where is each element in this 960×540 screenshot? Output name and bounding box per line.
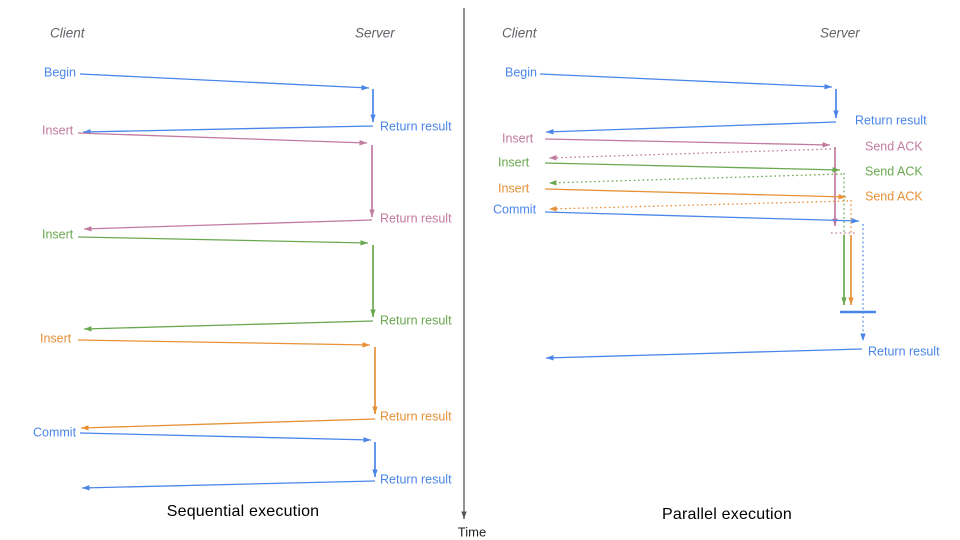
seq-server-header: Server [355,26,395,41]
seq-insert2-server-processing-arrowhead [370,309,376,317]
seq-insert3-return-label: Return result [380,409,452,423]
sequential-execution-title: Sequential execution [166,503,320,520]
seq-commit-return-label: Return result [380,472,452,486]
par-commit-wait-arrowhead [860,333,866,341]
seq-insert1-return-arrowhead [84,226,92,232]
seq-insert2-return-arrowhead [84,326,92,332]
seq-client-header: Client [50,26,86,41]
seq-insert2-request-arrowhead [360,240,368,246]
par-commit-request-arrowhead [851,218,859,224]
par-insert2-ack-label: Send ACK [865,164,923,178]
par-begin-return-label: Return result [855,113,927,127]
seq-insert2-return-label: Return result [380,313,452,327]
par-insert3-label: Insert [498,181,530,195]
par-insert3-request [544,188,847,198]
seq-insert3-label: Insert [40,331,72,345]
seq-insert2-label: Insert [42,227,74,241]
par-begin-return [545,121,837,133]
seq-insert3-request [77,339,371,346]
par-commit-return-label: Return result [868,344,940,358]
seq-insert1-request [77,132,368,144]
par-commit-label: Commit [493,202,537,216]
seq-commit-return-arrowhead [82,485,90,491]
par-begin-label: Begin [505,65,537,79]
par-insert3-request-arrowhead [838,194,846,200]
seq-insert3-return-arrowhead [81,425,89,431]
par-server-header: Server [820,26,860,41]
seq-begin-label: Begin [44,65,76,79]
par-insert1-ack-label: Send ACK [865,139,923,153]
par-insert2-label: Insert [498,155,530,169]
seq-insert3-request-arrowhead [362,342,370,348]
seq-commit-server-processing-arrowhead [372,469,378,477]
seq-begin-request-arrowhead [361,84,369,91]
seq-begin-return [82,125,374,133]
seq-insert3-server-processing-arrowhead [372,406,378,414]
seq-insert2-return [83,320,374,330]
par-commit-return-arrowhead [546,355,554,361]
seq-begin-request [79,73,370,89]
par-insert2-ack [548,173,843,184]
seq-insert1-label: Insert [42,123,74,137]
par-insert2-server-processing-arrowhead [841,297,847,305]
par-begin-request-arrowhead [824,83,832,90]
seq-insert1-return [83,219,373,230]
par-commit-request [544,211,860,222]
seq-insert2-request [77,236,369,244]
par-insert3-ack-label: Send ACK [865,189,923,203]
time-axis-label: Time [458,525,486,540]
seq-insert1-return-label: Return result [380,211,452,225]
par-begin-return-arrowhead [546,129,554,135]
par-insert1-label: Insert [502,131,534,145]
par-insert1-request [544,138,831,146]
seq-commit-label: Commit [33,425,77,439]
seq-commit-request-arrowhead [363,437,371,443]
time-axis-line-arrowhead [461,511,467,519]
par-insert2-request-arrowhead [832,167,840,173]
par-insert2-ack-arrowhead [549,180,557,186]
par-insert1-ack [548,148,832,159]
par-begin-request [539,73,833,88]
par-insert2-request [544,162,841,171]
seq-insert1-server-processing-arrowhead [369,209,375,217]
seq-begin-server-processing-arrowhead [370,114,376,122]
par-insert1-request-arrowhead [822,142,830,148]
parallel-execution-title: Parallel execution [662,506,792,523]
par-commit-return [545,348,863,359]
seq-commit-return [81,480,376,489]
seq-insert1-request-arrowhead [359,140,367,146]
par-insert3-ack [548,200,849,210]
par-insert3-ack-arrowhead [549,206,557,212]
seq-begin-return-label: Return result [380,119,452,133]
par-insert3-server-processing-arrowhead [848,297,854,305]
par-insert1-ack-arrowhead [549,155,557,161]
seq-insert3-return [80,418,376,429]
par-begin-server-processing-arrowhead [833,110,839,118]
par-client-header: Client [502,26,538,41]
seq-commit-request [79,432,372,441]
